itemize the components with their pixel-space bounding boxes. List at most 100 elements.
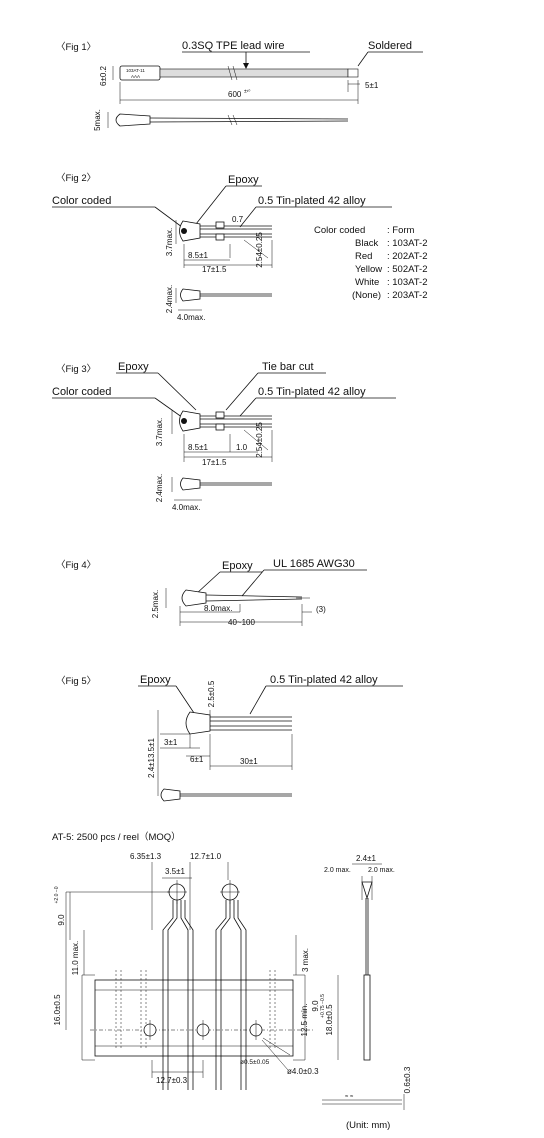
fig2-dim-24: 2.4max. [165,285,174,313]
fig2-legend-key: Color coded [314,225,365,236]
fig3-side-body [180,477,201,491]
fig4-dim-80: 8.0max. [204,604,232,613]
fig3-kink [215,411,225,419]
fig3-body [179,410,201,432]
fig1: 〈Fig 1〉 0.3SQ TPE lead wire Soldered 103… [56,40,423,131]
fig3-dim-24: 2.4max. [155,474,164,502]
fig4-dim-3: (3) [316,605,326,614]
fig2-legend-key: Red [355,251,372,262]
reel-dim-127b: 12.7±0.3 [156,1076,188,1085]
fig5-dim-25: 2.5±0.5 [207,680,216,707]
fig2-legend-value: : 203AT-2 [387,290,428,301]
fig4-epoxy: Epoxy [222,560,253,572]
fig4-label: 〈Fig 4〉 [56,560,96,571]
fig2-side-body [180,288,201,302]
fig2-lead: 0.5 Tin-plated 42 alloy [258,195,366,207]
fig2-legend-key: Black [355,238,378,249]
fig4: 〈Fig 4〉 Epoxy UL 1685 AWG30 2.5max. 8.0m… [56,558,367,627]
fig5-lead: 0.5 Tin-plated 42 alloy [270,674,378,686]
reel-dim-90b-tol: +0.75 −0.5 [320,994,326,1018]
fig5-dim-3: 3±1 [164,738,178,747]
reel-dim-16: 16.0±0.5 [53,994,62,1026]
fig2-label: 〈Fig 2〉 [56,173,96,184]
fig1-dim-length: 600 [228,90,242,99]
fig1-dim-thickness: 6±0.2 [99,65,108,86]
fig3-tie-bar: Tie bar cut [262,361,314,373]
fig1-label: 〈Fig 1〉 [56,42,96,53]
fig2-color-dot [181,228,187,234]
fig1-lead-wire [159,68,349,78]
reel-dim-05: ø0.5±0.05 [240,1059,270,1066]
fig4-dim-40100: 40~100 [228,618,255,627]
reel-dim-90: 9.0 [57,914,66,926]
fig2-color-coded: Color coded [52,195,111,207]
fig2-legend-value: : 202AT-2 [387,251,428,262]
fig2-legend-value: : 502AT-2 [387,264,428,275]
fig2-legend-value: : 103AT-2 [387,277,428,288]
fig2-legend: Color coded : Form Black : 103AT-2 Red :… [314,225,428,301]
reel-dim-125: 12.5 min. [300,1004,309,1037]
fig4-body [181,589,207,607]
reel-dim-11: 11.0 max. [71,941,80,976]
fig1-soldered-label: Soldered [368,40,412,52]
fig2-dim-17: 17±1.5 [202,265,227,274]
reel-title: AT-5: 2500 pcs / reel（MOQ） [52,831,181,843]
svg-text:≈ ≈: ≈ ≈ [345,1094,354,1100]
fig2: 〈Fig 2〉 Epoxy Color coded 0.5 Tin-plated… [52,173,428,322]
fig1-side-body [115,113,151,127]
reel-part-2 [215,880,247,1090]
reel-part-1 [162,880,194,1090]
unit-label: (Unit: mm) [346,1120,390,1131]
fig3-dim-254: 2.54±0.25 [255,422,264,458]
fig5-epoxy: Epoxy [140,674,171,686]
fig2-dim-37: 3.7max. [165,228,174,256]
fig2-legend-key: White [355,277,379,288]
reel-dim-40: ø4.0±0.3 [287,1067,319,1076]
fig3-epoxy: Epoxy [118,361,149,373]
reel-dim-18: 18.0±0.5 [325,1004,334,1036]
fig5-body [185,711,211,735]
fig2-legend-key: (None) [352,290,381,301]
fig2-epoxy: Epoxy [228,174,259,186]
fig3-color-dot [181,418,187,424]
fig2-legend-key: Yellow [355,264,382,275]
reel-dim-35: 3.5±1 [165,867,186,876]
reel-dim-127a: 12.7±1.0 [190,852,222,861]
fig1-body-text-2: AAA [131,74,140,79]
fig3-dim-17: 17±1.5 [202,458,227,467]
reel-tape [94,979,294,1057]
reel-dim-3max: 3 max. [301,948,310,972]
fig5: 〈Fig 5〉 Epoxy 0.5 Tin-plated 42 alloy 2.… [56,674,403,802]
fig5-dim-6: 6±1 [190,755,204,764]
fig5-dim-24: 2.4±13.5±1 [147,737,156,777]
fig2-dim-40: 4.0max. [177,313,205,322]
fig3-dim-40: 4.0max. [172,503,200,512]
fig2-dim-07: 0.7 [232,215,244,224]
fig3-dim-10: 1.0 [236,443,248,452]
fig2-dim-85: 8.5±1 [188,251,209,260]
fig1-soldered-end [347,68,359,78]
reel-dim-20a: 2.0 max. [324,867,351,874]
reel-spec: AT-5: 2500 pcs / reel（MOQ） 6.35±1.3 12.7… [52,831,412,1131]
fig1-dim-length-tol: ±¹⁰ [244,89,250,95]
reel-dim-635: 6.35±1.3 [130,852,162,861]
fig3-lead: 0.5 Tin-plated 42 alloy [258,386,366,398]
fig1-body-text-1: 103AT-11 [126,68,145,73]
reel-dim-90b: 9.0 [311,1000,320,1012]
reel-dim-20b: 2.0 max. [368,867,395,874]
reel-side-part [361,881,373,900]
fig3-dim-37: 3.7max. [155,418,164,446]
reel-side-tape [363,974,371,1061]
fig4-ul: UL 1685 AWG30 [273,558,355,570]
fig3-color-coded: Color coded [52,386,111,398]
reel-dim-24: 2.4±1 [356,854,377,863]
fig3-label: 〈Fig 3〉 [56,364,96,375]
fig1-dim-end: 5±1 [365,81,379,90]
fig2-dim-254: 2.54±0.25 [255,232,264,268]
fig1-dim-max: 5max. [93,109,102,131]
fig2-kink [215,221,225,229]
fig5-label: 〈Fig 5〉 [56,676,96,687]
fig3-dim-85: 8.5±1 [188,443,209,452]
fig2-legend-value: : 103AT-2 [387,238,428,249]
